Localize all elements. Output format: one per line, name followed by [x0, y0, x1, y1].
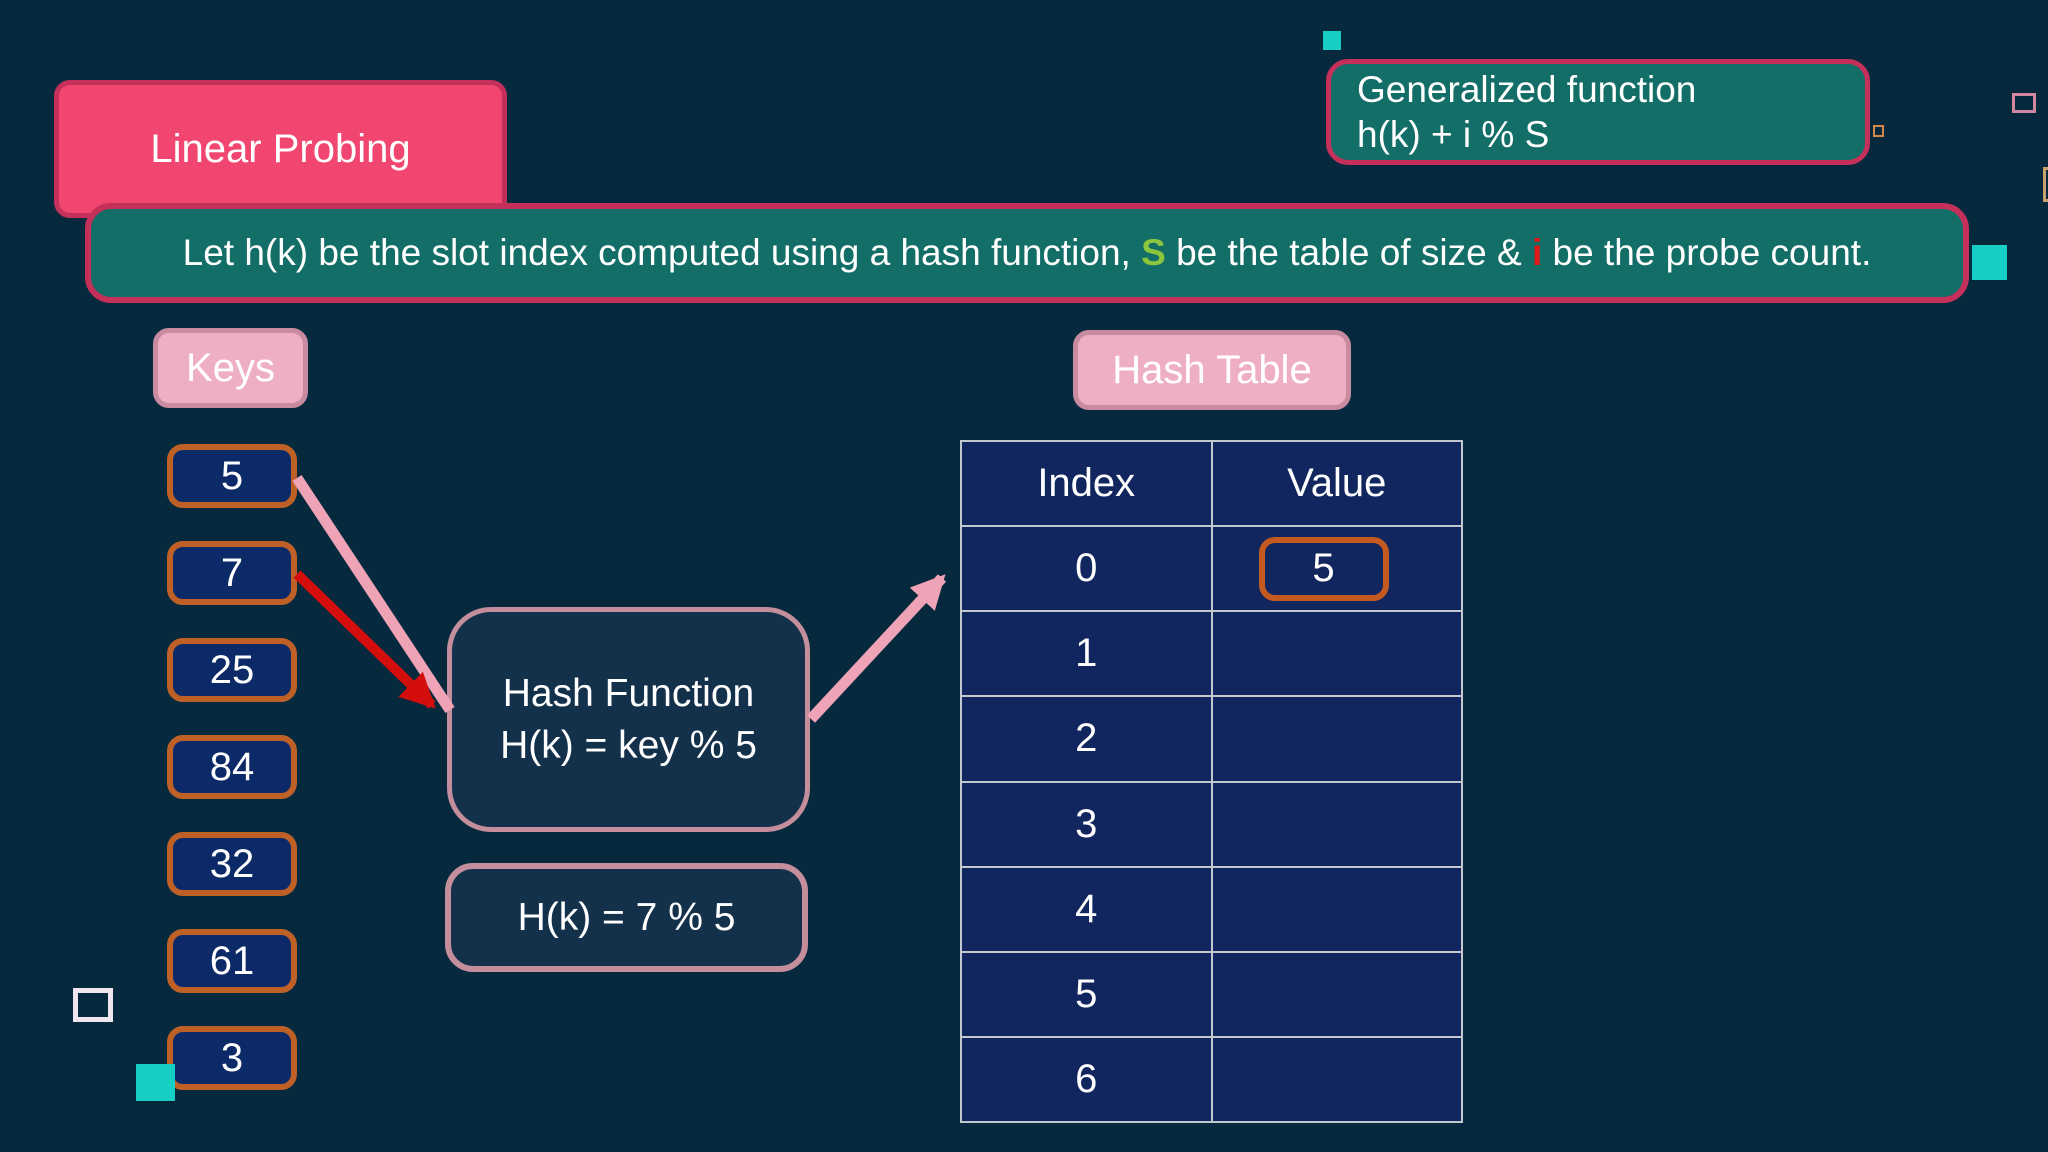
inserted-value: 5 [1312, 546, 1335, 591]
key-value: 32 [209, 841, 255, 886]
cyan-square-icon [1972, 245, 2007, 280]
key-box-84: 84 [167, 735, 297, 799]
arrow-key5-to-hashfn [292, 474, 455, 714]
orange-outline-square-icon [1873, 125, 1884, 137]
cyan-square-icon [1323, 31, 1341, 50]
index-cell-6: 6 [962, 1037, 1211, 1121]
hash-table-header-value: Value [1212, 442, 1461, 526]
banner-text-part3: be the probe count. [1542, 232, 1872, 273]
hash-table-header-index: Index [962, 442, 1211, 526]
key-box-7: 7 [167, 541, 297, 605]
value-cell-2 [1212, 697, 1461, 781]
key-value: 5 [220, 453, 244, 498]
index-cell-5: 5 [962, 952, 1211, 1036]
value-cell-4 [1212, 867, 1461, 951]
banner-text-part2: be the table of size & [1165, 232, 1532, 273]
generalized-function-line2: h(k) + i % S [1357, 114, 1550, 155]
key-value: 25 [209, 647, 255, 692]
inserted-value-box: 5 [1258, 536, 1389, 601]
keys-label: Keys [153, 328, 308, 408]
value-cell-6 [1212, 1037, 1461, 1121]
generalized-function-line1: Generalized function [1357, 69, 1697, 110]
probe-calculation-box: H(k) = 7 % 5 [445, 863, 808, 972]
index-cell-0: 0 [962, 527, 1211, 611]
hash-table: Index Value 0 5 1 2 3 4 5 6 [960, 440, 1463, 1123]
arrow-hashfn-to-table [806, 574, 947, 723]
key-value: 7 [220, 550, 244, 595]
key-value: 3 [220, 1035, 244, 1080]
hash-table-label: Hash Table [1073, 330, 1351, 410]
index-cell-3: 3 [962, 782, 1211, 866]
value-cell-5 [1212, 952, 1461, 1036]
value-cell-0: 5 [1212, 527, 1461, 611]
key-box-25: 25 [167, 638, 297, 702]
key-box-3: 3 [167, 1026, 297, 1090]
page-title: Linear Probing [150, 126, 411, 171]
hash-function-line1: Hash Function [502, 671, 755, 715]
banner-highlight-s: S [1141, 232, 1166, 273]
pink-outline-square-icon [2012, 93, 2036, 113]
value-cell-1 [1212, 612, 1461, 696]
key-box-5: 5 [167, 444, 297, 508]
key-box-61: 61 [167, 929, 297, 993]
probe-calculation-text: H(k) = 7 % 5 [517, 895, 736, 939]
cyan-square-icon [136, 1064, 175, 1101]
value-cell-3 [1212, 782, 1461, 866]
key-value: 84 [209, 744, 255, 789]
key-box-32: 32 [167, 832, 297, 896]
title-box: Linear Probing [54, 80, 507, 218]
index-cell-4: 4 [962, 867, 1211, 951]
key-value: 61 [209, 938, 255, 983]
white-outline-square-icon [73, 988, 113, 1022]
tan-outline-square-icon [2043, 167, 2048, 202]
banner-highlight-i: i [1531, 232, 1543, 273]
generalized-function-box: Generalized function h(k) + i % S [1326, 59, 1870, 165]
arrow-key7-to-hashfn [293, 570, 436, 709]
hash-table-label-text: Hash Table [1112, 347, 1312, 392]
banner-text-part1: Let h(k) be the slot index computed usin… [182, 232, 1142, 273]
definition-banner: Let h(k) be the slot index computed usin… [85, 203, 1969, 303]
hash-function-box: Hash Function H(k) = key % 5 [447, 607, 810, 832]
keys-label-text: Keys [186, 345, 275, 390]
index-cell-2: 2 [962, 697, 1211, 781]
hash-function-line2: H(k) = key % 5 [500, 723, 757, 767]
index-cell-1: 1 [962, 612, 1211, 696]
